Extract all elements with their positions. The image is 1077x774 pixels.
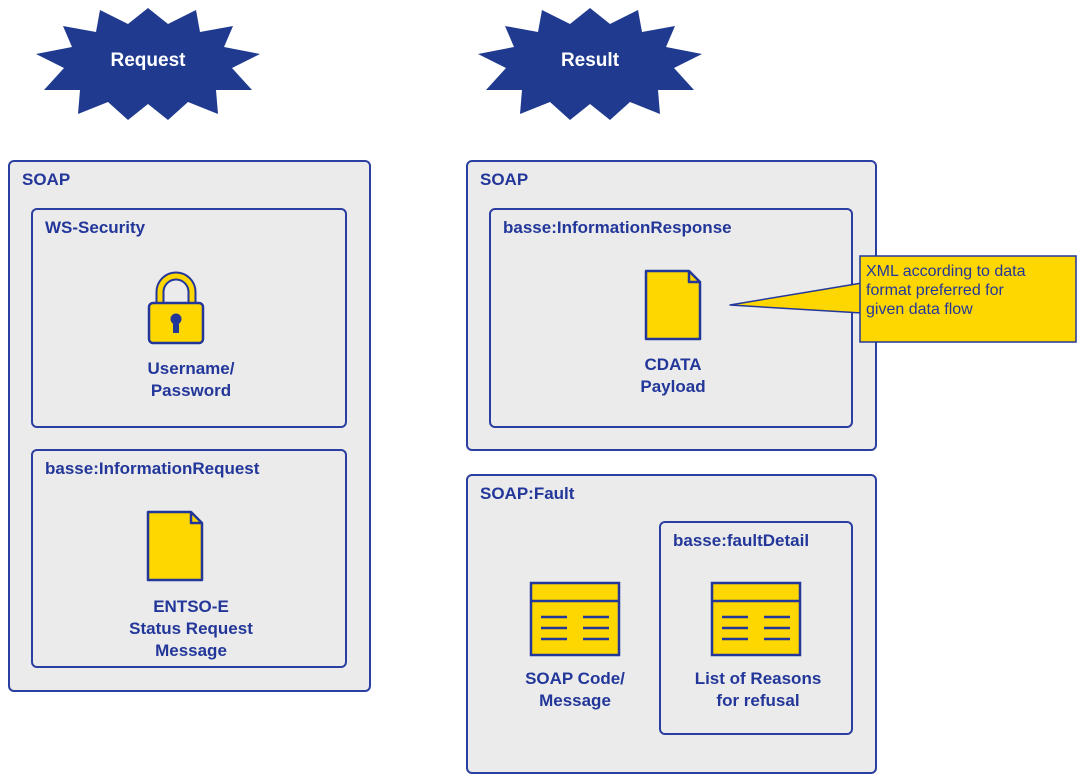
table-icon xyxy=(710,581,802,657)
caption-line: Payload xyxy=(640,377,706,396)
caption-line: SOAP Code/ xyxy=(525,669,625,688)
callout-text: XML according to data format preferred f… xyxy=(866,262,1026,319)
request-label: Request xyxy=(110,50,186,71)
callout-bubble xyxy=(729,255,1077,343)
document-icon xyxy=(146,510,204,582)
ws-security-title: WS-Security xyxy=(45,218,146,237)
result-label: Result xyxy=(560,50,620,71)
information-response-caption: CDATA Payload xyxy=(491,354,855,398)
information-request-caption: ENTSO-E Status Request Message xyxy=(33,596,349,662)
callout-line: format preferred for xyxy=(866,282,1004,299)
caption-line: for refusal xyxy=(716,691,800,710)
soap-fault-title: SOAP:Fault xyxy=(480,484,575,503)
information-request-title: basse:InformationRequest xyxy=(45,459,260,478)
information-request-box: basse:InformationRequest ENTSO-E Status … xyxy=(31,449,347,668)
soap-title: SOAP xyxy=(22,170,71,189)
caption-line: Password xyxy=(150,381,232,400)
caption-line: Message xyxy=(155,641,227,660)
information-response-box: basse:InformationResponse CDATA Payload xyxy=(489,208,853,428)
starburst-shape xyxy=(36,8,260,120)
caption-line: ENTSO-E xyxy=(153,597,229,616)
caption-line: CDATA xyxy=(644,355,702,374)
lock-icon xyxy=(147,271,205,345)
ws-security-caption: Username/ Password xyxy=(33,358,349,402)
fault-detail-box: basse:faultDetail List of Reasons for re… xyxy=(659,521,853,735)
caption-line: Username/ xyxy=(147,359,235,378)
soap-title: SOAP xyxy=(480,170,529,189)
fault-detail-caption: List of Reasons for refusal xyxy=(661,668,855,712)
table-icon xyxy=(529,581,621,657)
fault-detail-title: basse:faultDetail xyxy=(673,531,810,550)
caption-line: Message xyxy=(539,691,611,710)
caption-line: Status Request xyxy=(129,619,253,638)
ws-security-box: WS-Security Username/ Password xyxy=(31,208,347,428)
callout-line: given data flow xyxy=(866,301,973,318)
caption-line: List of Reasons xyxy=(694,669,822,688)
information-response-title: basse:InformationResponse xyxy=(503,218,732,237)
starburst-shape xyxy=(478,8,702,120)
callout-line: XML according to data xyxy=(866,263,1026,280)
soap-code-caption: SOAP Code/ Message xyxy=(485,668,665,712)
document-icon xyxy=(644,269,702,341)
